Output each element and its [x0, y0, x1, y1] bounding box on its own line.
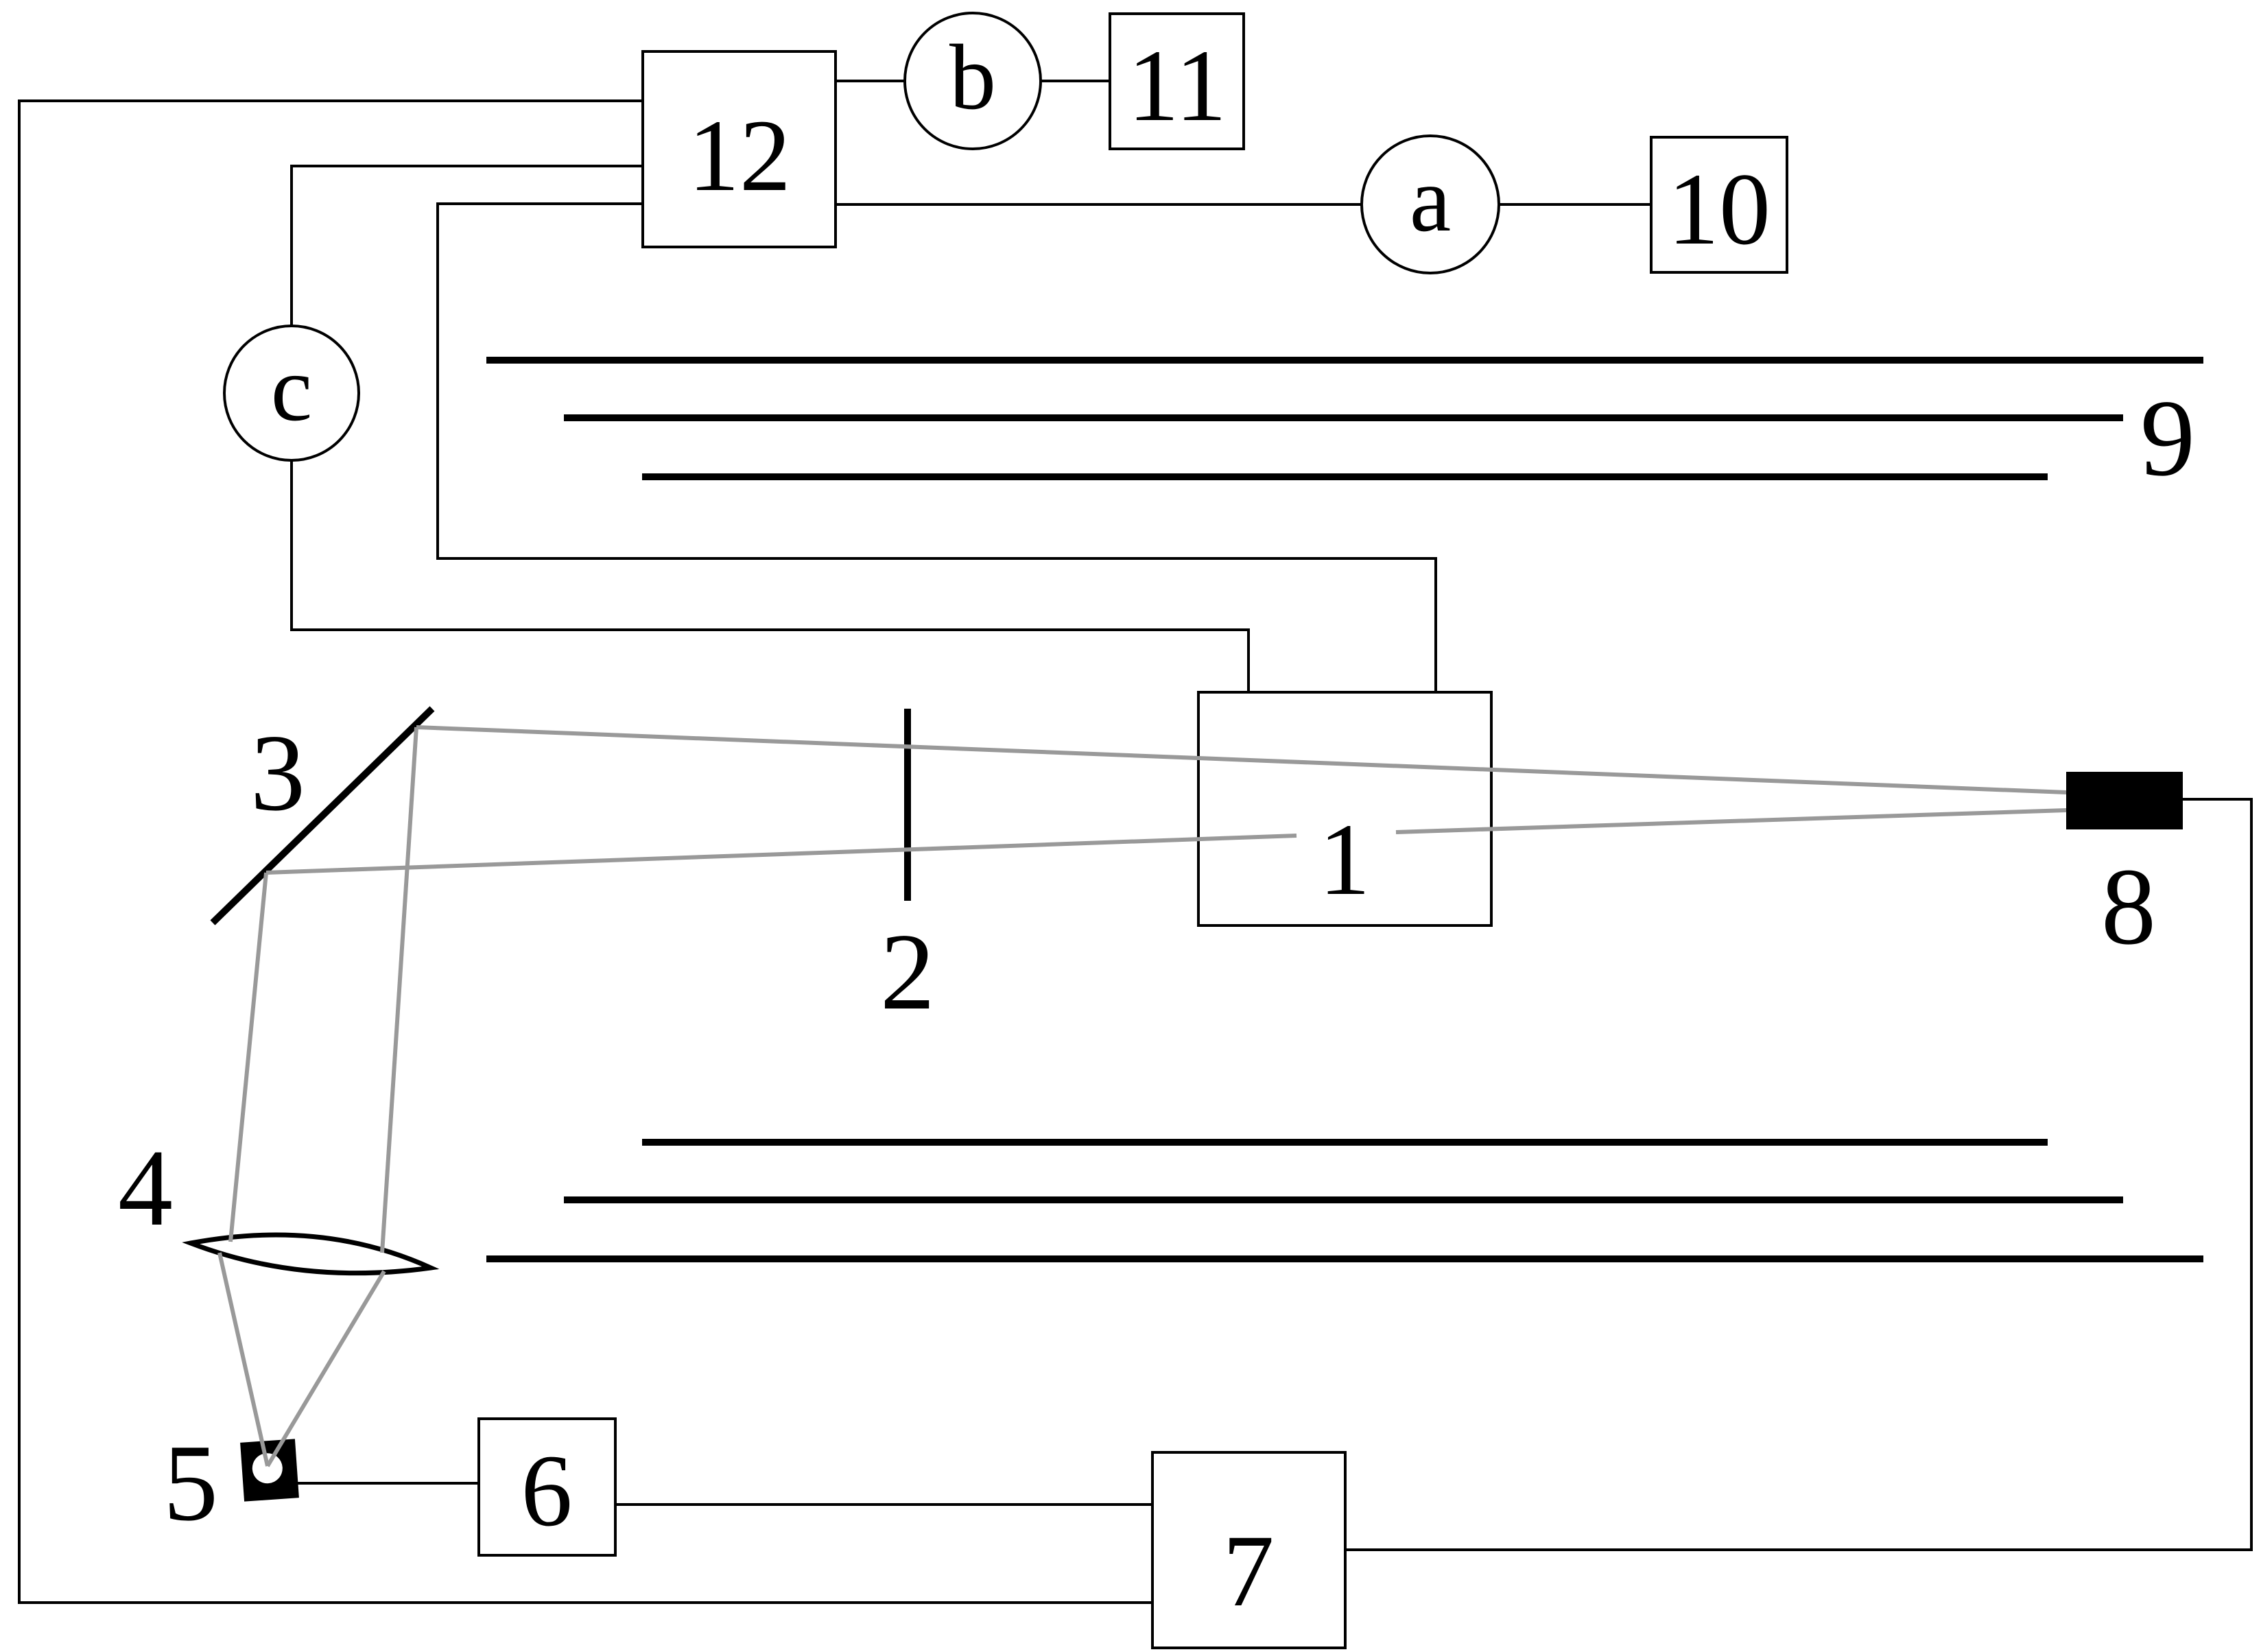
element-8-block: [2066, 772, 2183, 829]
beam-4-to-5-left: [217, 1252, 270, 1467]
box-1-label: 1: [1319, 803, 1371, 917]
circles: [223, 12, 1500, 462]
beam-path: [217, 725, 2067, 1467]
circle-b-label: b: [949, 26, 996, 129]
beam-1-to-3-lower-left: [265, 834, 1297, 875]
box-11: [1109, 12, 1245, 150]
element-3-label: 3: [250, 711, 305, 834]
box-10-label: 10: [1668, 152, 1771, 266]
box-11-label: 11: [1128, 29, 1227, 143]
labels: 12 11 10 1 6 7 b a c 2 3 4 5 8 9: [118, 26, 2195, 1628]
box-10: [1650, 136, 1788, 274]
beam-4-to-5-right: [265, 1270, 386, 1467]
box-1: [1197, 691, 1493, 927]
optics: [182, 706, 2183, 1502]
element-4-lens: [182, 1232, 440, 1276]
beam-8-to-1-lower-right: [1395, 808, 2067, 834]
circle-b: [903, 12, 1042, 150]
element-4-label: 4: [118, 1126, 173, 1249]
wires: [18, 80, 2253, 1604]
plates-9: [486, 357, 2203, 1262]
circle-c-label: c: [271, 338, 312, 440]
element-9-label: 9: [2140, 377, 2195, 499]
box-12: [641, 50, 837, 248]
wire-7-to-8: [1345, 798, 2253, 1551]
beam-8-to-3-upper: [416, 725, 2067, 794]
wire-12-to-c: [290, 165, 643, 326]
element-2-label: 2: [880, 910, 935, 1032]
box-7: [1151, 1451, 1347, 1649]
box-7-label: 7: [1223, 1514, 1275, 1628]
element-5-detector: [240, 1439, 299, 1502]
element-5-label: 5: [163, 1421, 218, 1544]
element-8-label: 8: [2101, 845, 2156, 967]
circle-a: [1360, 134, 1500, 274]
element-3-mirror: [210, 706, 435, 925]
wire-12-to-7-outer: [18, 99, 1152, 1604]
box-6: [477, 1417, 617, 1557]
circle-c: [223, 324, 360, 462]
box-12-label: 12: [688, 99, 791, 213]
beam-3-to-4-right: [380, 727, 418, 1253]
wire-12-to-1: [436, 202, 1437, 692]
boxes: [477, 12, 1788, 1649]
box-6-label: 6: [521, 1434, 573, 1548]
circle-a-label: a: [1410, 148, 1451, 251]
wire-c-to-1: [290, 460, 1250, 692]
beam-3-to-4-left: [228, 872, 268, 1242]
